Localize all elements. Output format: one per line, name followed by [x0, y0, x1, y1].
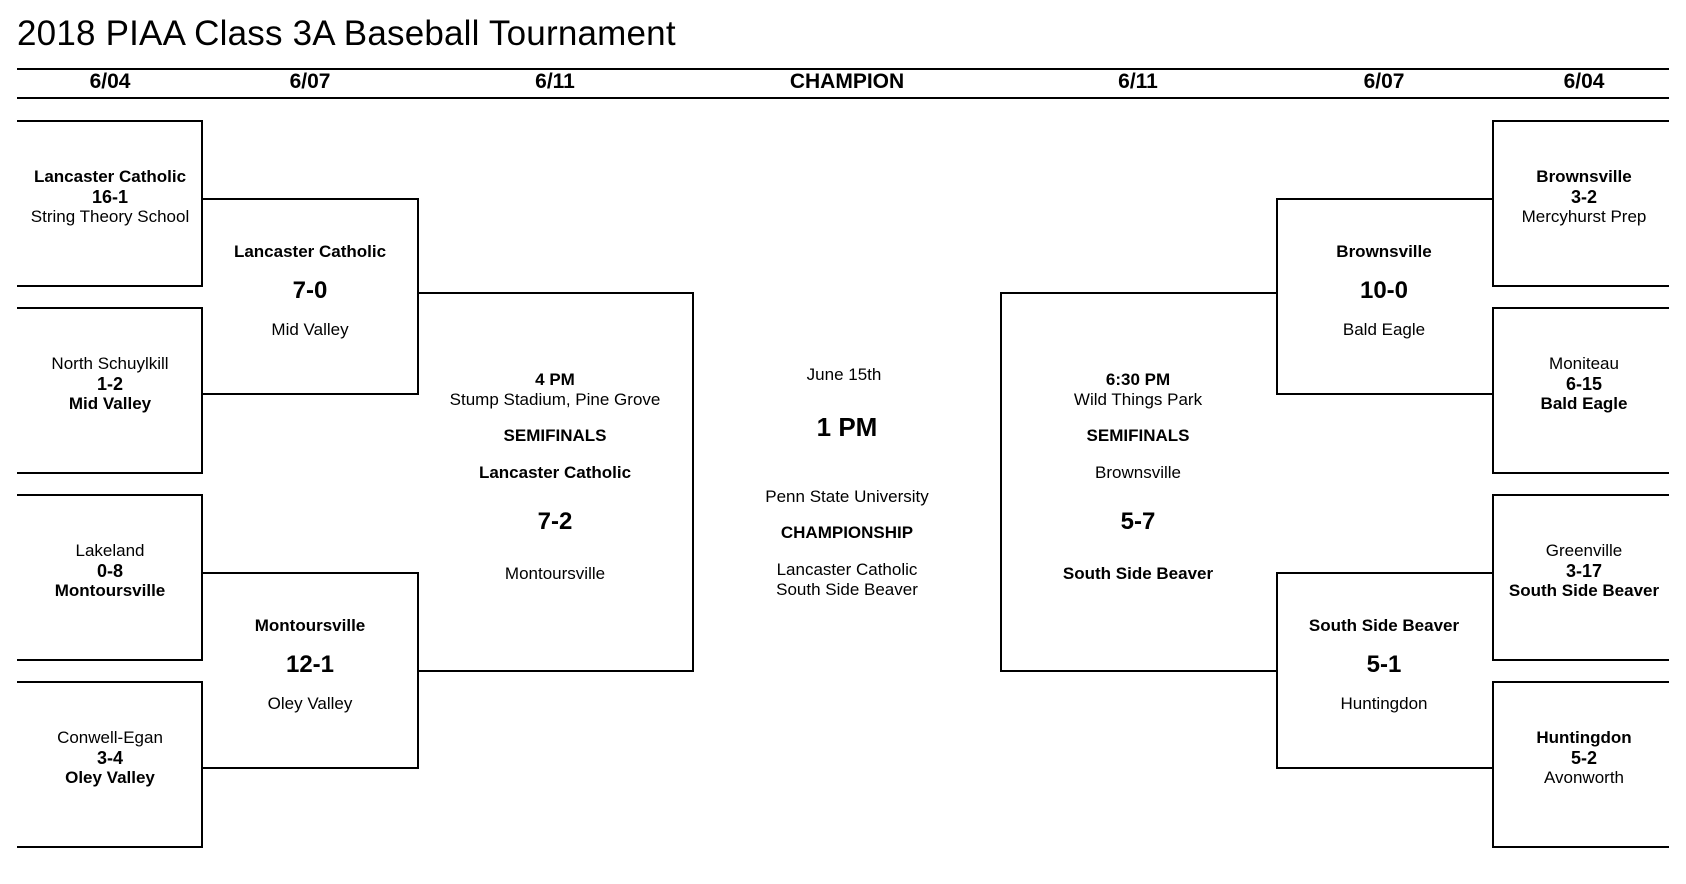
round-label: SEMIFINALS [1086, 426, 1190, 445]
team-name: Brownsville [1095, 463, 1181, 482]
team-name: South Side Beaver [1062, 564, 1214, 583]
game-score: 5-2 [1570, 748, 1598, 768]
team-name: Huntingdon [1536, 728, 1632, 747]
team-name: Mid Valley [271, 320, 349, 339]
team-name: Huntingdon [1340, 694, 1428, 713]
team-name: Oley Valley [267, 694, 353, 713]
team-name: Bald Eagle [1540, 394, 1628, 413]
round-label: SEMIFINALS [503, 426, 607, 445]
team-name: Montoursville [54, 581, 166, 600]
game-score: 5-7 [1120, 508, 1156, 535]
round-header-right-first: 6/04 [1563, 70, 1605, 93]
team-name: Lancaster Catholic [776, 560, 918, 579]
game-score: 6-15 [1565, 374, 1603, 394]
team-name: Oley Valley [65, 768, 155, 787]
team-name: String Theory School [30, 207, 190, 226]
team-name: North Schuylkill [51, 354, 169, 373]
team-name: South Side Beaver [1308, 616, 1460, 635]
matchup-box [1492, 494, 1669, 661]
matchup-box [1492, 120, 1669, 287]
page-title: 2018 PIAA Class 3A Baseball Tournament [17, 14, 676, 53]
round-header-right-quarter: 6/07 [1363, 70, 1405, 93]
game-venue: Wild Things Park [1073, 390, 1203, 409]
game-score: 3-17 [1565, 561, 1603, 581]
game-venue: Stump Stadium, Pine Grove [449, 390, 661, 409]
matchup-box [418, 292, 694, 672]
round-header-left-semi: 6/11 [535, 70, 575, 93]
matchup-box [1492, 307, 1669, 474]
game-time: 6:30 PM [1105, 370, 1171, 389]
game-score: 7-0 [292, 277, 328, 304]
team-name: Bald Eagle [1342, 320, 1426, 339]
matchup-box [17, 494, 203, 661]
championship-venue: Penn State University [765, 487, 929, 506]
round-label: CHAMPIONSHIP [780, 523, 914, 542]
team-name: Mid Valley [68, 394, 152, 413]
team-name: Mercyhurst Prep [1521, 207, 1647, 226]
game-score: 1-2 [96, 374, 124, 394]
game-score: 7-2 [537, 508, 573, 535]
team-name: Brownsville [1336, 242, 1432, 261]
game-score: 3-4 [96, 748, 124, 768]
matchup-box [202, 198, 419, 395]
team-name: South Side Beaver [776, 580, 918, 599]
round-header-left-quarter: 6/07 [289, 70, 331, 93]
header-top-rule [17, 68, 1669, 70]
round-header-left-first: 6/04 [89, 70, 131, 93]
round-header-champion: CHAMPION [789, 70, 905, 93]
team-name: Lancaster Catholic [233, 242, 387, 261]
game-score: 10-0 [1359, 277, 1409, 304]
team-name: Montoursville [254, 616, 366, 635]
team-name: Avonworth [1543, 768, 1625, 787]
championship-time: 1 PM [816, 412, 878, 442]
matchup-box [1492, 681, 1669, 848]
game-time: 4 PM [535, 370, 575, 389]
game-score: 5-1 [1366, 651, 1402, 678]
matchup-box [17, 307, 203, 474]
header-bottom-rule [17, 97, 1669, 99]
team-name: Lancaster Catholic [33, 167, 187, 186]
matchup-box [1276, 572, 1493, 769]
championship-date: June 15th [806, 365, 882, 384]
team-name: Montoursville [504, 564, 606, 583]
matchup-box [1000, 292, 1277, 672]
matchup-box [17, 681, 203, 848]
team-name: Greenville [1545, 541, 1623, 560]
matchup-box [1276, 198, 1493, 395]
team-name: Brownsville [1536, 167, 1632, 186]
team-name: Moniteau [1549, 354, 1619, 373]
game-score: 16-1 [91, 187, 129, 207]
game-score: 3-2 [1570, 187, 1598, 207]
game-score: 12-1 [285, 651, 335, 678]
team-name: South Side Beaver [1508, 581, 1660, 600]
team-name: Conwell-Egan [57, 728, 163, 747]
game-score: 0-8 [96, 561, 124, 581]
matchup-box [17, 120, 203, 287]
team-name: Lakeland [75, 541, 145, 560]
team-name: Lancaster Catholic [478, 463, 632, 482]
round-header-right-semi: 6/11 [1118, 70, 1158, 93]
